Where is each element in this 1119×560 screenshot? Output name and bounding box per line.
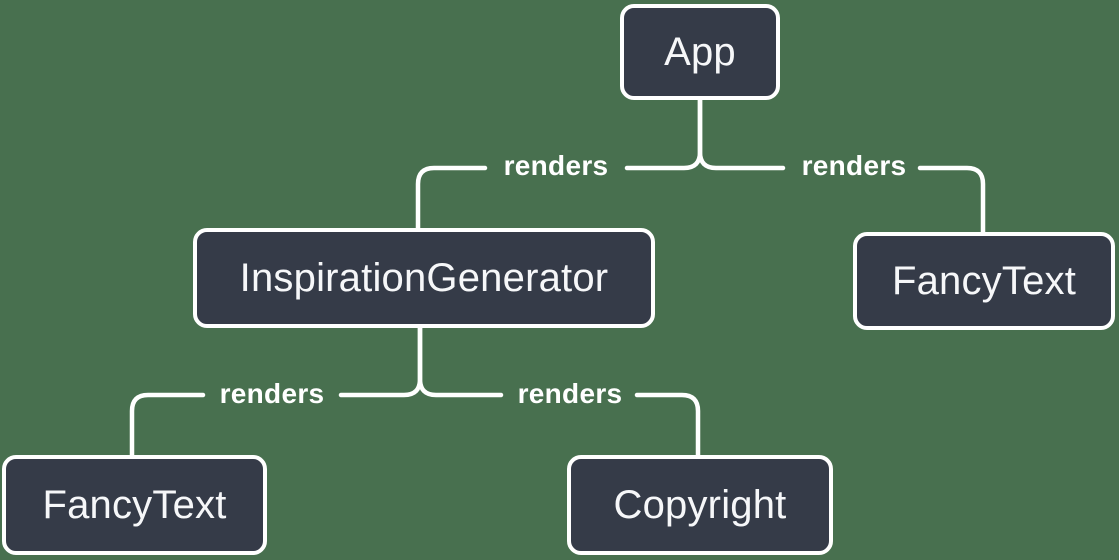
node-inspiration-generator-label: InspirationGenerator — [239, 255, 609, 300]
edge-label-renders-app-fancytext: renders — [801, 150, 907, 181]
node-copyright-label: Copyright — [613, 482, 787, 527]
node-fancy-text-top: FancyText — [853, 232, 1115, 330]
node-fancy-text-top-label: FancyText — [891, 258, 1077, 303]
edge-app-to-fancytext-drop — [917, 165, 986, 235]
node-app-label: App — [664, 29, 736, 74]
edge-app-to-inspirationgenerator-drop — [415, 165, 488, 231]
edge-app-to-inspirationgenerator-fork — [624, 97, 703, 171]
edge-label-renders-app-inspirationgenerator: renders — [503, 150, 609, 181]
edge-label-renders-inspirationgenerator-copyright: renders — [517, 378, 623, 409]
edge-inspirationgenerator-to-copyright-drop — [634, 392, 701, 458]
node-fancy-text-bottom-label: FancyText — [42, 482, 227, 527]
edge-label-renders-inspirationgenerator-fancytext: renders — [219, 378, 325, 409]
node-copyright: Copyright — [567, 455, 833, 555]
node-app: App — [620, 4, 780, 100]
edge-inspirationgenerator-to-copyright-fork — [417, 325, 504, 398]
node-inspiration-generator: InspirationGenerator — [193, 228, 655, 328]
node-fancy-text-bottom: FancyText — [2, 455, 267, 555]
edge-app-to-fancytext-fork — [697, 97, 786, 171]
edge-inspirationgenerator-to-fancytext-drop — [129, 392, 206, 458]
edge-inspirationgenerator-to-fancytext-fork — [338, 325, 423, 398]
